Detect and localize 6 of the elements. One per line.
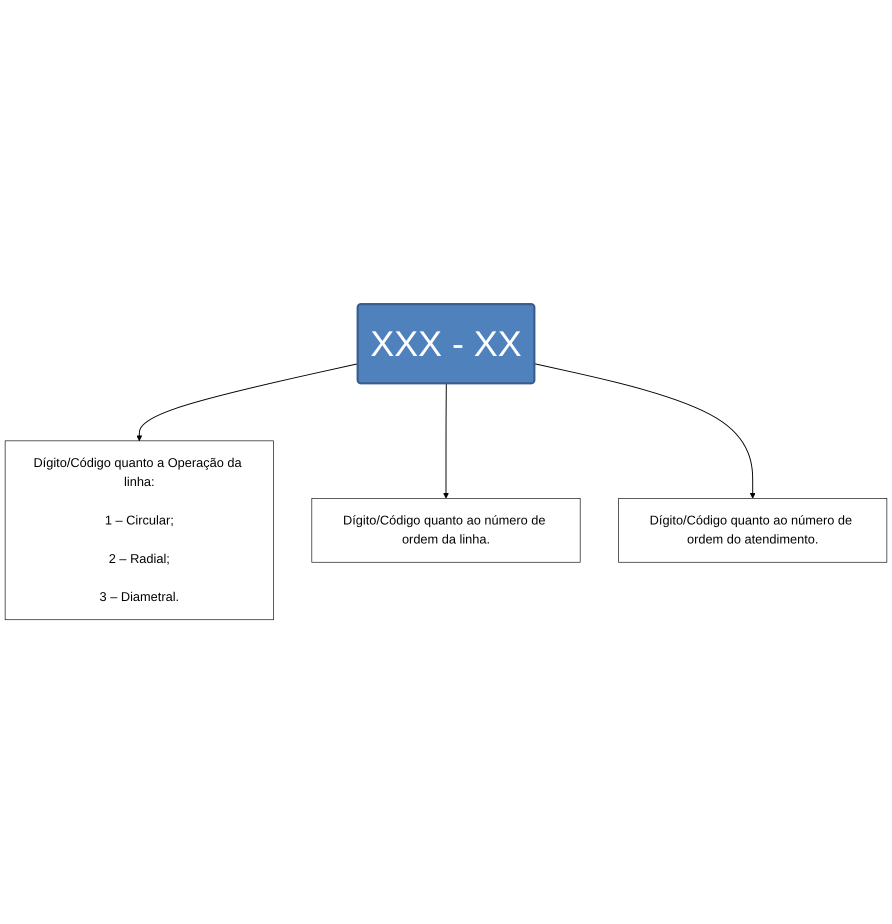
arrow — [534, 363, 756, 499]
arrow — [443, 383, 449, 499]
node-box: Dígito/Código quanto ao número de ordem da linha. — [312, 498, 580, 563]
node-box: Dígito/Código quanto a Operação da linha: 1 – Circular; 2 – Radial; 3 – Diametral. — [4, 440, 274, 620]
arrow — [136, 363, 358, 442]
node-box: Dígito/Código quanto ao número de ordem do atendimento. — [618, 498, 888, 563]
